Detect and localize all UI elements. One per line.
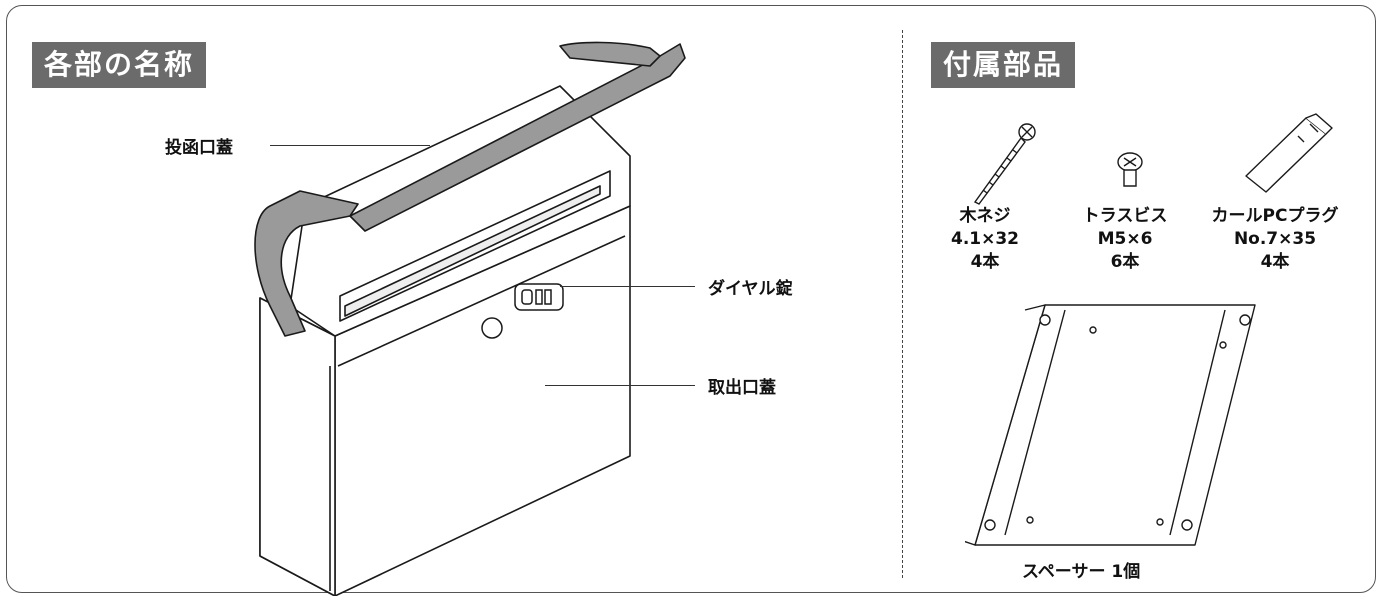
truss-screw-icon [1117,152,1143,187]
mailbox-illustration [254,41,686,596]
part-name: カールPCプラグ [1211,206,1339,226]
part-qty: 6本 [1110,252,1140,272]
label-retrieval-lid: 取出口蓋 [708,378,776,398]
part-name: トラスビス [1082,206,1168,226]
spacer-plate-icon [965,304,1256,546]
section-divider [902,30,903,578]
section-title-accessories: 付属部品 [931,42,1076,88]
part-spec: No.7×35 [1233,229,1317,249]
label-spacer: スペーサー 1個 [1022,562,1141,582]
part-name: 木ネジ [959,206,1011,226]
part-spec: M5×6 [1097,229,1153,249]
label-slot-lid: 投函口蓋 [165,138,233,158]
part-truss-screw: トラスビス M5×6 6本 [1065,205,1185,274]
part-qty: 4本 [1260,252,1290,272]
part-spec: 4.1×32 [950,229,1020,249]
label-dial-lock: ダイヤル錠 [708,279,793,299]
leader-dial-lock [560,286,695,287]
section-title-part-names: 各部の名称 [32,42,207,88]
wall-plug-icon [1245,113,1333,193]
content-frame [6,5,1376,593]
wood-screw-icon [973,123,1036,205]
leader-retrieval-lid [545,385,695,386]
part-qty: 4本 [970,252,1000,272]
leader-slot-lid [270,145,430,146]
part-wall-plug: カールPCプラグ No.7×35 4本 [1195,205,1355,274]
part-wood-screw: 木ネジ 4.1×32 4本 [925,205,1045,274]
